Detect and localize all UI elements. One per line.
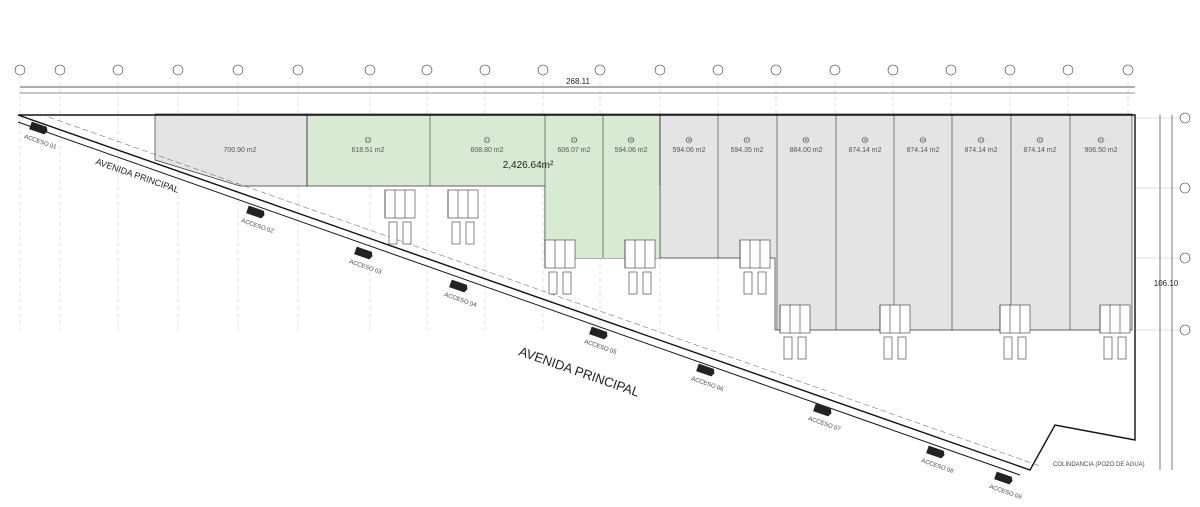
access-arrow-icon <box>696 363 715 377</box>
access-arrow-icon <box>246 205 265 219</box>
unit-number: 11 <box>484 138 489 144</box>
access-label: ACCESO 05 <box>583 339 617 356</box>
access-arrow-icon <box>449 279 468 293</box>
unit-area-label: 594.06 m2 <box>672 147 705 154</box>
unit-area-label: 700.90 m2 <box>223 147 256 154</box>
unit-area-label: 884.00 m2 <box>789 147 822 154</box>
unit-area-label: 906.50 m2 <box>1084 147 1117 154</box>
unit-area-label: 874.14 m2 <box>964 147 997 154</box>
access-label: ACCESO 09 <box>988 484 1022 501</box>
unit-number: 02 <box>1037 138 1043 144</box>
unit-area-label: 618.51 m2 <box>351 147 384 154</box>
access-label: ACCESO 04 <box>443 292 477 309</box>
access-arrow-icon <box>354 246 373 260</box>
unit-number: 07 <box>744 138 750 144</box>
unit-number: 03 <box>978 138 984 144</box>
access-label: ACCESO 01 <box>23 134 57 151</box>
grid-axes <box>14 64 1191 336</box>
unit-number: 06 <box>803 138 809 144</box>
unit-number: 12 <box>365 138 371 144</box>
access-label: ACCESO 06 <box>690 376 724 393</box>
unit-area-label: 594.35 m2 <box>730 147 763 154</box>
unit-number: 04 <box>920 138 926 144</box>
unit-area-label: 594.06 m2 <box>614 147 647 154</box>
neighbor-label: COLINDANCIA (POZO DE AGUA) <box>1053 462 1145 468</box>
unit-area-label: 874.14 m2 <box>1023 147 1056 154</box>
avenue-label-main: AVENIDA PRINCIPAL <box>517 344 642 400</box>
access-label: ACCESO 02 <box>240 218 274 235</box>
access-arrow-icon <box>813 403 832 417</box>
unit-number: 05 <box>862 138 868 144</box>
access-arrow-icon <box>29 121 48 135</box>
access-label: ACCESO 07 <box>807 416 841 433</box>
unit-number: 01 <box>1098 138 1104 144</box>
unit-area-label: 874.14 m2 <box>848 147 881 154</box>
unit-area-label: 874.14 m2 <box>906 147 939 154</box>
unit-number: 10 <box>571 138 577 144</box>
access-arrow-icon <box>994 471 1013 485</box>
unit-area-label: 608.80 m2 <box>470 147 503 154</box>
site-boundary <box>17 114 1136 471</box>
total-depth-dimension: 106.10 <box>1154 279 1179 288</box>
unit-number: 08 <box>686 138 692 144</box>
total-width-dimension: 268.11 <box>566 77 590 86</box>
unit-area-label: 606.07 m2 <box>557 147 590 154</box>
highlight-area-label: 2,426.64m² <box>503 160 554 171</box>
access-arrow-icon <box>589 326 608 340</box>
access-label: ACCESO 03 <box>348 259 382 276</box>
access-label: ACCESO 08 <box>920 458 954 475</box>
unit-number: 09 <box>628 138 634 144</box>
access-arrow-icon <box>926 445 945 459</box>
